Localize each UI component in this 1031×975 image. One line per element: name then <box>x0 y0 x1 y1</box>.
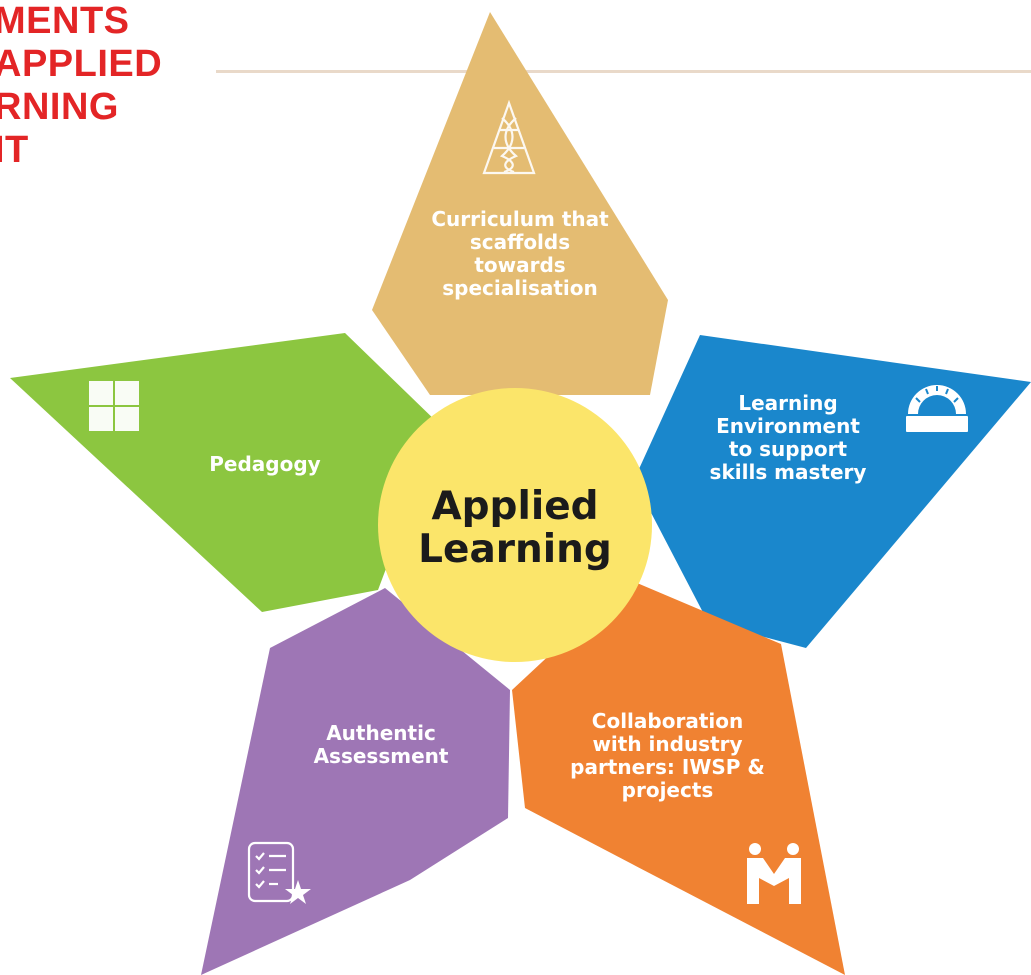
heading-line-3: RNING <box>0 86 119 128</box>
environment-label: Learning Environment to support skills m… <box>709 391 867 484</box>
gauge-dome-icon <box>906 385 968 432</box>
center-circle <box>378 388 652 662</box>
curriculum-label: Curriculum that scaffolds towards specia… <box>431 207 609 300</box>
petal-assessment <box>201 588 510 975</box>
checklist-star-icon <box>247 841 311 904</box>
center-label: Applied Learning <box>418 484 612 572</box>
dna-pyramid-icon <box>482 100 536 175</box>
header-divider <box>216 70 1031 73</box>
heading-line-1: MENTS <box>0 0 130 42</box>
petal-environment <box>634 335 1031 648</box>
pedagogy-label: Pedagogy <box>209 452 321 476</box>
handshake-people-icon <box>747 843 801 904</box>
collaboration-label: Collaboration with industry partners: IW… <box>570 709 765 802</box>
assessment-label: Authentic Assessment <box>313 721 449 768</box>
heading-line-2: APPLIED <box>0 43 163 85</box>
petal-curriculum <box>372 12 668 395</box>
page-heading: MENTS APPLIED RNING IT <box>0 0 162 172</box>
grid-window-icon <box>89 381 139 431</box>
heading-line-4: IT <box>0 129 29 171</box>
